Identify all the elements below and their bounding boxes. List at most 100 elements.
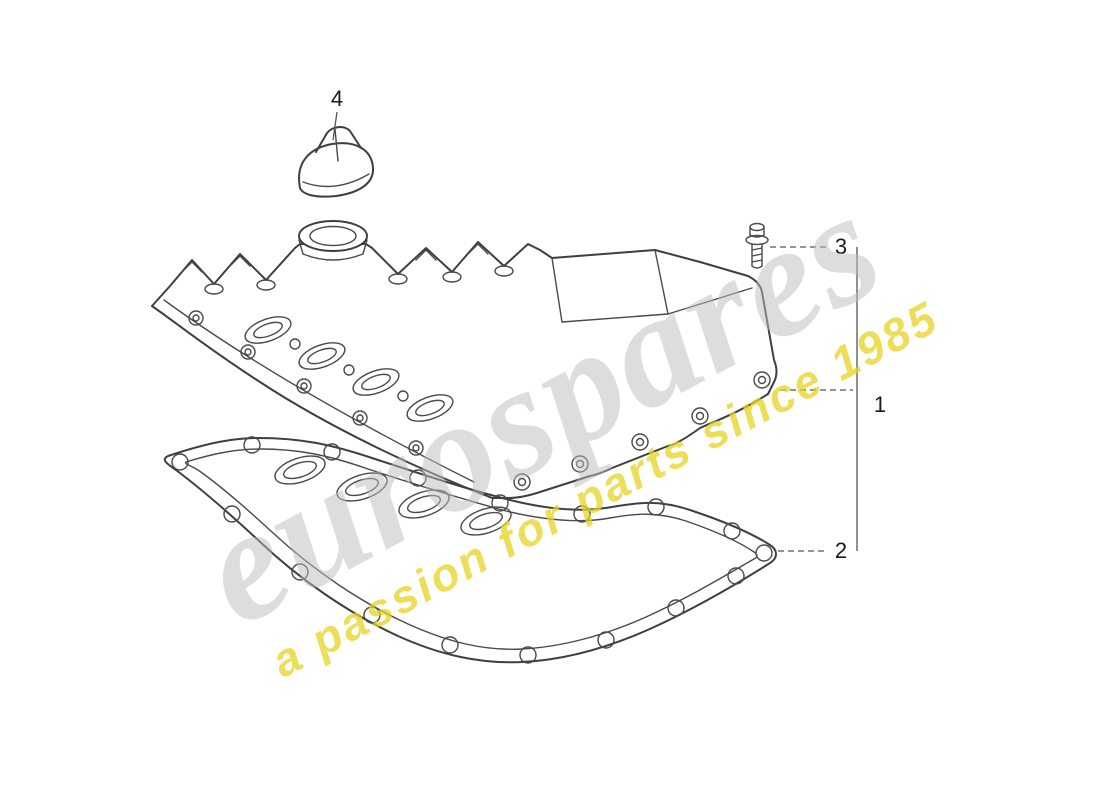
valve-cover-outline	[151, 241, 778, 499]
gasket-hole	[667, 599, 685, 617]
bolt-threads	[751, 247, 763, 263]
callout-label-1[interactable]: 1	[874, 392, 886, 417]
bolt-washer	[745, 234, 769, 246]
gasket-hole	[409, 469, 427, 487]
oil-filler-neck	[298, 220, 368, 261]
bolt-hole	[244, 348, 252, 356]
valve-cover-oval-slots	[244, 316, 454, 422]
seal-ring	[274, 455, 326, 485]
bolt-hole	[691, 407, 709, 425]
gasket-seal-rings	[274, 455, 512, 536]
bolt-head-side	[749, 226, 765, 236]
bolt-hole	[635, 437, 645, 447]
gasket-holes	[171, 436, 773, 664]
bolt-hole	[631, 433, 649, 451]
bolt-hole	[300, 382, 308, 390]
gasket-hole	[519, 646, 537, 664]
gasket-hole	[291, 563, 309, 581]
gasket-outer-edge	[163, 437, 777, 664]
bolt-hole	[356, 414, 364, 422]
gasket-hole	[441, 636, 459, 654]
gasket-hole	[573, 505, 591, 523]
oval-slot	[244, 316, 292, 344]
gasket-hole	[597, 631, 615, 649]
bolt-hole	[352, 410, 368, 426]
oval-slot	[352, 368, 400, 396]
bolt-hole	[240, 344, 256, 360]
gasket-hole	[723, 522, 741, 540]
gasket-hole	[755, 544, 773, 562]
bolt-tip	[751, 265, 763, 269]
valve-cover-box-face	[551, 249, 669, 323]
bolt-drawing	[745, 222, 769, 269]
gasket-hole	[727, 567, 745, 585]
filler-neck-side	[298, 239, 304, 255]
filler-neck-side	[362, 239, 368, 255]
bolt-hole	[513, 473, 531, 491]
bolt-hole	[757, 375, 767, 385]
bolt-hole	[517, 477, 527, 487]
callout-label-3[interactable]: 3	[835, 234, 847, 259]
valve-cover-rib	[415, 249, 437, 261]
seal-ring	[406, 494, 442, 514]
oil-filler-cap-drawing	[298, 126, 375, 198]
valve-cover-rib	[181, 261, 203, 273]
seal-ring	[282, 460, 318, 480]
seal-ring	[344, 477, 380, 497]
oval-slot	[298, 342, 346, 370]
plug-well	[388, 273, 408, 285]
oval-slot	[406, 394, 454, 422]
bolt-head-top	[749, 222, 765, 232]
oval-slot	[361, 373, 391, 391]
bolt-hole	[192, 314, 200, 322]
oval-slot	[307, 347, 337, 365]
bolt-hole	[575, 459, 585, 469]
gasket-hole	[363, 606, 381, 624]
plug-well	[442, 271, 462, 283]
oil-cap-curve	[302, 173, 370, 188]
bolt-hole	[296, 378, 312, 394]
bolt-hole	[695, 411, 705, 421]
boss-hole	[289, 338, 301, 350]
plug-well	[204, 283, 224, 295]
gasket-hole	[647, 498, 665, 516]
callout-label-4[interactable]: 4	[331, 86, 343, 111]
seal-ring	[336, 472, 388, 502]
oval-slot	[253, 321, 283, 339]
callout-lines	[332, 111, 858, 552]
seal-ring	[398, 489, 450, 519]
valve-cover-box-edge	[667, 287, 753, 315]
seal-ring	[468, 511, 504, 531]
oil-cap-grip-line	[334, 128, 339, 162]
oval-slot	[415, 399, 445, 417]
valve-cover-drawing	[151, 220, 778, 499]
bolt-hole	[188, 310, 204, 326]
leader-line-4	[332, 111, 338, 141]
bolt-hole	[408, 440, 424, 456]
bolt-hole	[412, 444, 420, 452]
gasket-inner-edge	[184, 448, 758, 650]
boss-hole	[343, 364, 355, 376]
valve-cover-rib	[467, 243, 489, 255]
filler-neck-inner	[309, 225, 357, 247]
gasket-drawing	[163, 436, 777, 664]
seal-ring	[460, 506, 512, 536]
valve-cover-edge-holes	[188, 310, 424, 456]
gasket-hole	[171, 453, 189, 471]
callout-labels: 4 3 1 2	[331, 86, 886, 563]
boss-hole	[397, 390, 409, 402]
filler-neck-opening	[298, 220, 368, 252]
oil-cap-body	[298, 142, 375, 198]
gasket-hole	[223, 505, 241, 523]
gasket-hole	[491, 494, 509, 512]
gasket-hole	[243, 436, 261, 454]
filler-neck-bottom	[302, 253, 364, 261]
valve-cover-flange-holes	[513, 371, 771, 491]
valve-cover-rib	[229, 255, 251, 267]
oil-cap-grip	[315, 126, 362, 153]
plug-well	[494, 265, 514, 277]
gasket-hole	[323, 443, 341, 461]
callout-label-2[interactable]: 2	[835, 538, 847, 563]
